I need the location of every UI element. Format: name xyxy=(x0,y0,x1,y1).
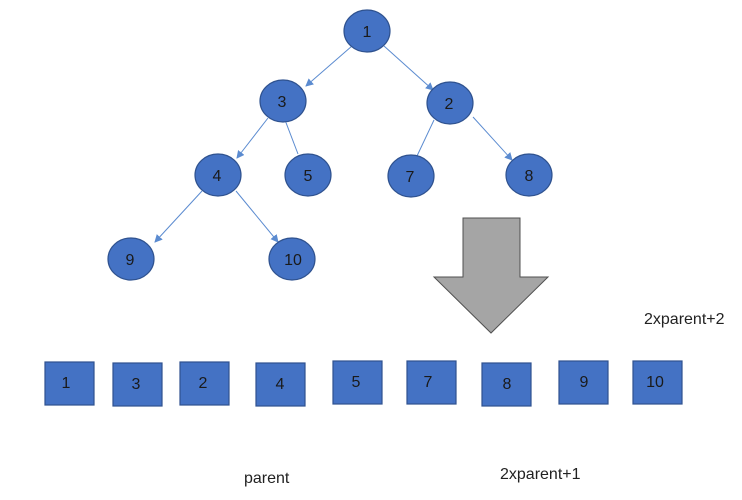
array-cell: 5 xyxy=(332,360,383,405)
tree-node-label: 9 xyxy=(126,252,135,269)
tree-node-label: 5 xyxy=(304,168,313,185)
array-cell-label: 4 xyxy=(276,376,285,393)
tree-node-label: 2 xyxy=(445,96,454,113)
down-arrow-icon xyxy=(432,217,550,334)
array-cell-label: 2 xyxy=(199,375,208,392)
array-cell: 2 xyxy=(179,361,230,406)
tree-node: 8 xyxy=(505,153,553,197)
edge-1-2 xyxy=(383,45,434,91)
array-cell-label: 8 xyxy=(503,376,512,393)
tree-node-label: 4 xyxy=(213,168,222,185)
tree-node-label: 7 xyxy=(406,169,415,186)
tree-node: 10 xyxy=(268,237,316,281)
tree-node-label: 1 xyxy=(363,24,372,41)
array-cell-label: 1 xyxy=(62,375,71,392)
tree-node: 9 xyxy=(107,237,155,281)
array-cell: 7 xyxy=(406,360,457,405)
array-cell: 4 xyxy=(255,362,306,407)
tree-node: 4 xyxy=(194,153,242,197)
tree-node: 2 xyxy=(426,81,474,125)
parent-label: parent xyxy=(244,470,290,487)
tree-node: 1 xyxy=(343,9,391,53)
edge-1-3 xyxy=(305,45,353,87)
array-cell-label: 10 xyxy=(646,374,664,391)
array-cell: 8 xyxy=(481,362,532,407)
array-boxes: 1 3 2 4 5 7 8 9 xyxy=(44,360,683,407)
array-cell-label: 9 xyxy=(580,374,589,391)
array-cell: 9 xyxy=(558,360,609,405)
tree-nodes: 1 3 2 4 5 7 8 9 xyxy=(107,9,553,281)
tree-edges xyxy=(154,45,513,243)
array-cell-label: 3 xyxy=(132,376,141,393)
array-cell-label: 5 xyxy=(352,374,361,391)
edge-4-9 xyxy=(154,190,203,243)
array-cell-label: 7 xyxy=(424,374,433,391)
array-cell: 3 xyxy=(112,362,163,407)
edge-2-7 xyxy=(416,119,435,157)
edge-4-10 xyxy=(235,190,279,243)
edge-2-8 xyxy=(472,116,513,161)
tree-node-label: 10 xyxy=(284,252,302,269)
array-cell: 10 xyxy=(632,360,683,405)
tree-node-label: 8 xyxy=(525,168,534,185)
array-cell: 1 xyxy=(44,361,95,406)
tree-node: 7 xyxy=(387,154,435,198)
tree-node: 3 xyxy=(259,79,307,123)
tree-node: 5 xyxy=(284,153,332,197)
right-child-formula: 2xparent+2 xyxy=(644,311,725,328)
edge-3-4 xyxy=(236,117,269,159)
tree-node-label: 3 xyxy=(278,94,287,111)
left-child-formula: 2xparent+1 xyxy=(500,466,581,483)
edge-3-5 xyxy=(284,119,299,155)
